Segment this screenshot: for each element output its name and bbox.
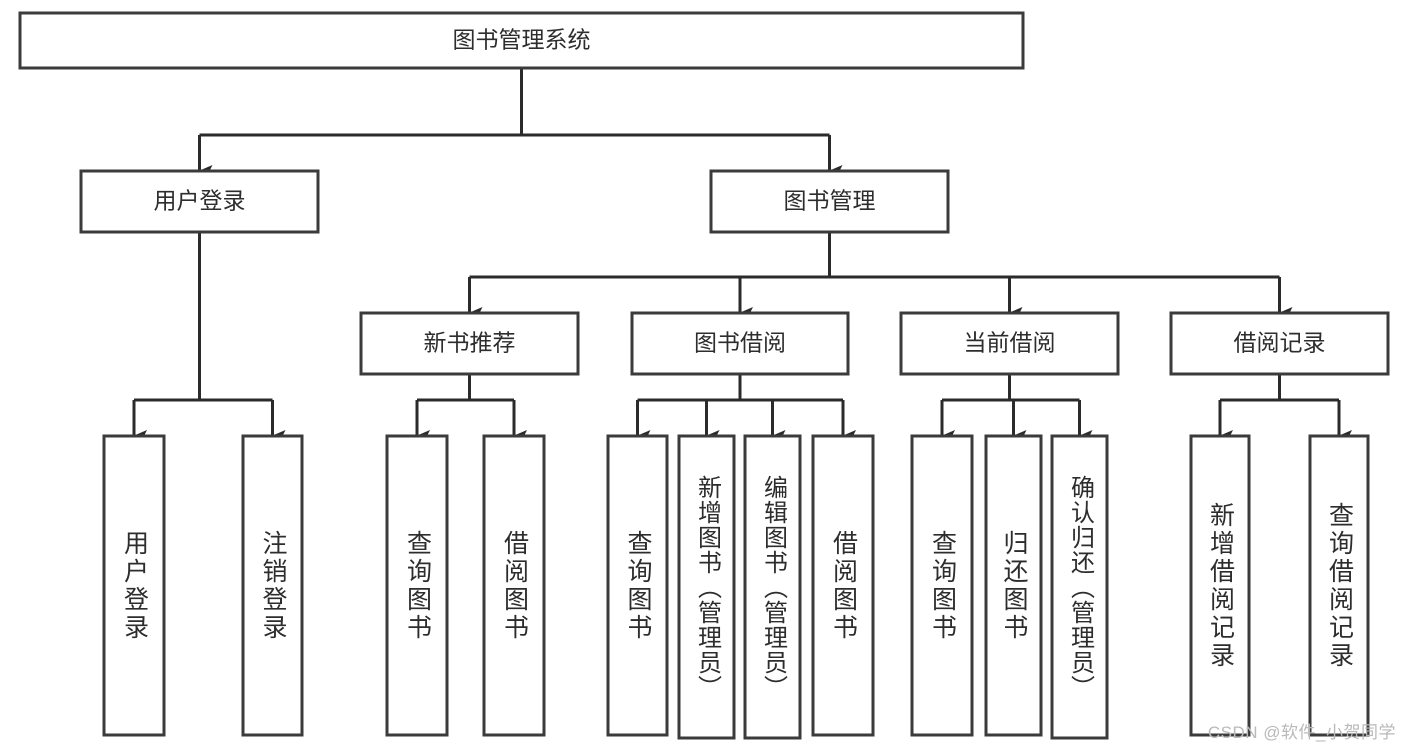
- node-label-current: 当前借阅: [964, 330, 1056, 356]
- node-label-borrow: 图书借阅: [694, 330, 786, 356]
- csdn-watermark: CSDN @软件_小贺同学: [1207, 723, 1396, 742]
- node-box-newbook: [359, 311, 580, 376]
- node-label-bookmgr: 图书管理: [784, 188, 876, 214]
- node-label-login: 用户登录: [154, 188, 246, 214]
- node-label-newbook: 新书推荐: [424, 330, 516, 356]
- node-boxes: [18, 11, 1390, 740]
- node-box-leaf-cur-return: [984, 434, 1043, 737]
- node-box-leaf-rec-add: [1189, 434, 1251, 737]
- node-box-bookmgr: [709, 169, 950, 234]
- node-box-leaf-cur-query: [910, 434, 974, 737]
- node-box-current: [899, 311, 1120, 376]
- connector-lines: [132, 68, 1352, 442]
- node-box-leaf-nb-borrow: [482, 434, 546, 737]
- node-box-leaf-bq-query: [606, 434, 669, 737]
- node-box-leaf-cur-confirm: [1050, 434, 1109, 740]
- node-box-login: [79, 169, 320, 234]
- node-box-leaf-user-logout: [241, 434, 304, 737]
- node-box-records: [1169, 311, 1390, 376]
- node-box-leaf-bq-add: [677, 434, 736, 740]
- node-box-leaf-bq-edit: [743, 434, 802, 740]
- node-box-leaf-rec-query: [1308, 434, 1370, 737]
- node-label-records: 借阅记录: [1234, 330, 1326, 356]
- node-box-borrow: [630, 311, 850, 376]
- node-box-root: [18, 11, 1025, 70]
- node-box-leaf-user-login: [102, 434, 166, 737]
- node-label-root: 图书管理系统: [453, 27, 591, 53]
- node-box-leaf-nb-query: [385, 434, 449, 737]
- node-box-leaf-bq-borrow: [811, 434, 875, 737]
